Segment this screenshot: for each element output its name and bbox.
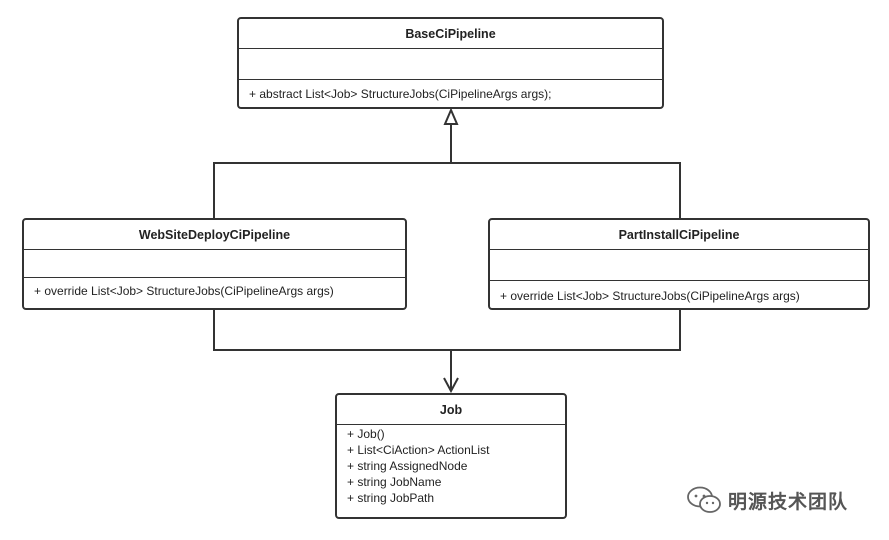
operation-item: + string JobPath [347,491,435,505]
operation-item: + abstract List<Job> StructureJobs(CiPip… [249,87,552,101]
operation-item: + string AssignedNode [347,459,468,473]
inheritance-line-website [213,124,452,220]
operation-item: + List<CiAction> ActionList [347,443,490,457]
operations-compartment: + Job() + List<CiAction> ActionList + st… [337,425,565,506]
watermark-text: 明源技术团队 [728,490,849,513]
attributes-compartment [24,250,405,278]
watermark: 明源技术团队 [686,486,848,514]
class-name: WebSiteDeployCiPipeline [24,220,405,250]
class-base-ci-pipeline[interactable]: BaseCiPipeline + abstract List<Job> Stru… [237,17,664,109]
attributes-compartment [239,49,662,80]
operation-item: + Job() [347,427,385,441]
operation-item: + override List<Job> StructureJobs(CiPip… [500,289,800,303]
operations-compartment: + override List<Job> StructureJobs(CiPip… [24,278,405,298]
attributes-compartment [490,250,868,281]
class-name: PartInstallCiPipeline [490,220,868,250]
operation-item: + override List<Job> StructureJobs(CiPip… [34,284,334,298]
class-name: BaseCiPipeline [239,19,662,49]
operations-compartment: + override List<Job> StructureJobs(CiPip… [490,281,868,303]
class-part-install-ci-pipeline[interactable]: PartInstallCiPipeline + override List<Jo… [488,218,870,310]
class-job[interactable]: Job + Job() + List<CiAction> ActionList … [335,393,567,519]
operations-compartment: + abstract List<Job> StructureJobs(CiPip… [239,80,662,101]
dependency-line-website [213,309,452,390]
operation-item: + string JobName [347,475,442,489]
class-name: Job [337,395,565,425]
inheritance-arrowhead [443,107,459,125]
inheritance-line-partinstall [451,162,681,220]
wechat-icon [687,486,721,513]
dependency-arrowhead [443,377,459,394]
dependency-line-partinstall [451,309,681,351]
class-website-deploy-ci-pipeline[interactable]: WebSiteDeployCiPipeline + override List<… [22,218,407,310]
